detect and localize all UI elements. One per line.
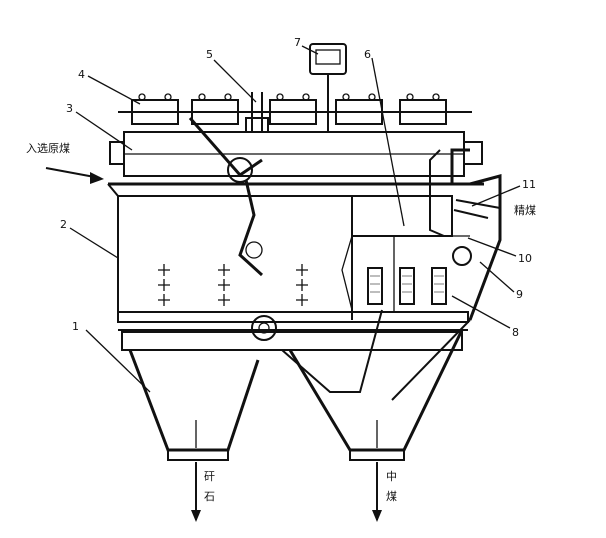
hoppers bbox=[121, 309, 471, 461]
concentrate-discharge bbox=[429, 148, 502, 321]
feed-arrow bbox=[45, 167, 104, 184]
callout-2: 2 bbox=[60, 218, 67, 231]
leader-lines bbox=[69, 45, 521, 393]
feed-mechanism bbox=[188, 92, 269, 277]
middling-compartment bbox=[341, 195, 470, 312]
callout-1: 1 bbox=[72, 320, 79, 333]
jig-body bbox=[107, 182, 484, 331]
air-valve bbox=[269, 93, 317, 125]
air-valve bbox=[335, 93, 383, 125]
callout-5: 5 bbox=[206, 48, 213, 61]
discharge-gate bbox=[367, 267, 383, 305]
callout-11: 11 bbox=[522, 178, 536, 191]
air-valve bbox=[191, 93, 239, 125]
air-valve-row bbox=[118, 93, 472, 125]
callout-3: 3 bbox=[66, 102, 73, 115]
callout-4: 4 bbox=[78, 68, 85, 81]
air-valve bbox=[131, 93, 179, 125]
concentrate-label: 精煤 bbox=[514, 204, 536, 217]
callout-9: 9 bbox=[516, 288, 523, 301]
gangue-label-2: 石 bbox=[204, 490, 215, 503]
air-valve bbox=[399, 93, 447, 125]
callout-7: 7 bbox=[294, 36, 301, 49]
screen-markers bbox=[158, 264, 308, 306]
feed-coal-label: 入选原煤 bbox=[26, 142, 70, 155]
middling-label-2: 煤 bbox=[386, 490, 397, 503]
callout-8: 8 bbox=[512, 326, 519, 339]
gangue-label-1: 矸 bbox=[204, 470, 215, 483]
discharge-gate bbox=[399, 267, 415, 305]
discharge-gate bbox=[431, 267, 447, 305]
air-chamber bbox=[109, 131, 483, 177]
callout-6: 6 bbox=[364, 48, 371, 61]
middling-discharge-arrow bbox=[372, 462, 382, 522]
gangue-discharge-arrow bbox=[191, 462, 201, 522]
float-indicator-gauge bbox=[309, 43, 347, 132]
callout-10: 10 bbox=[518, 252, 532, 265]
middling-label-1: 中 bbox=[386, 470, 397, 483]
